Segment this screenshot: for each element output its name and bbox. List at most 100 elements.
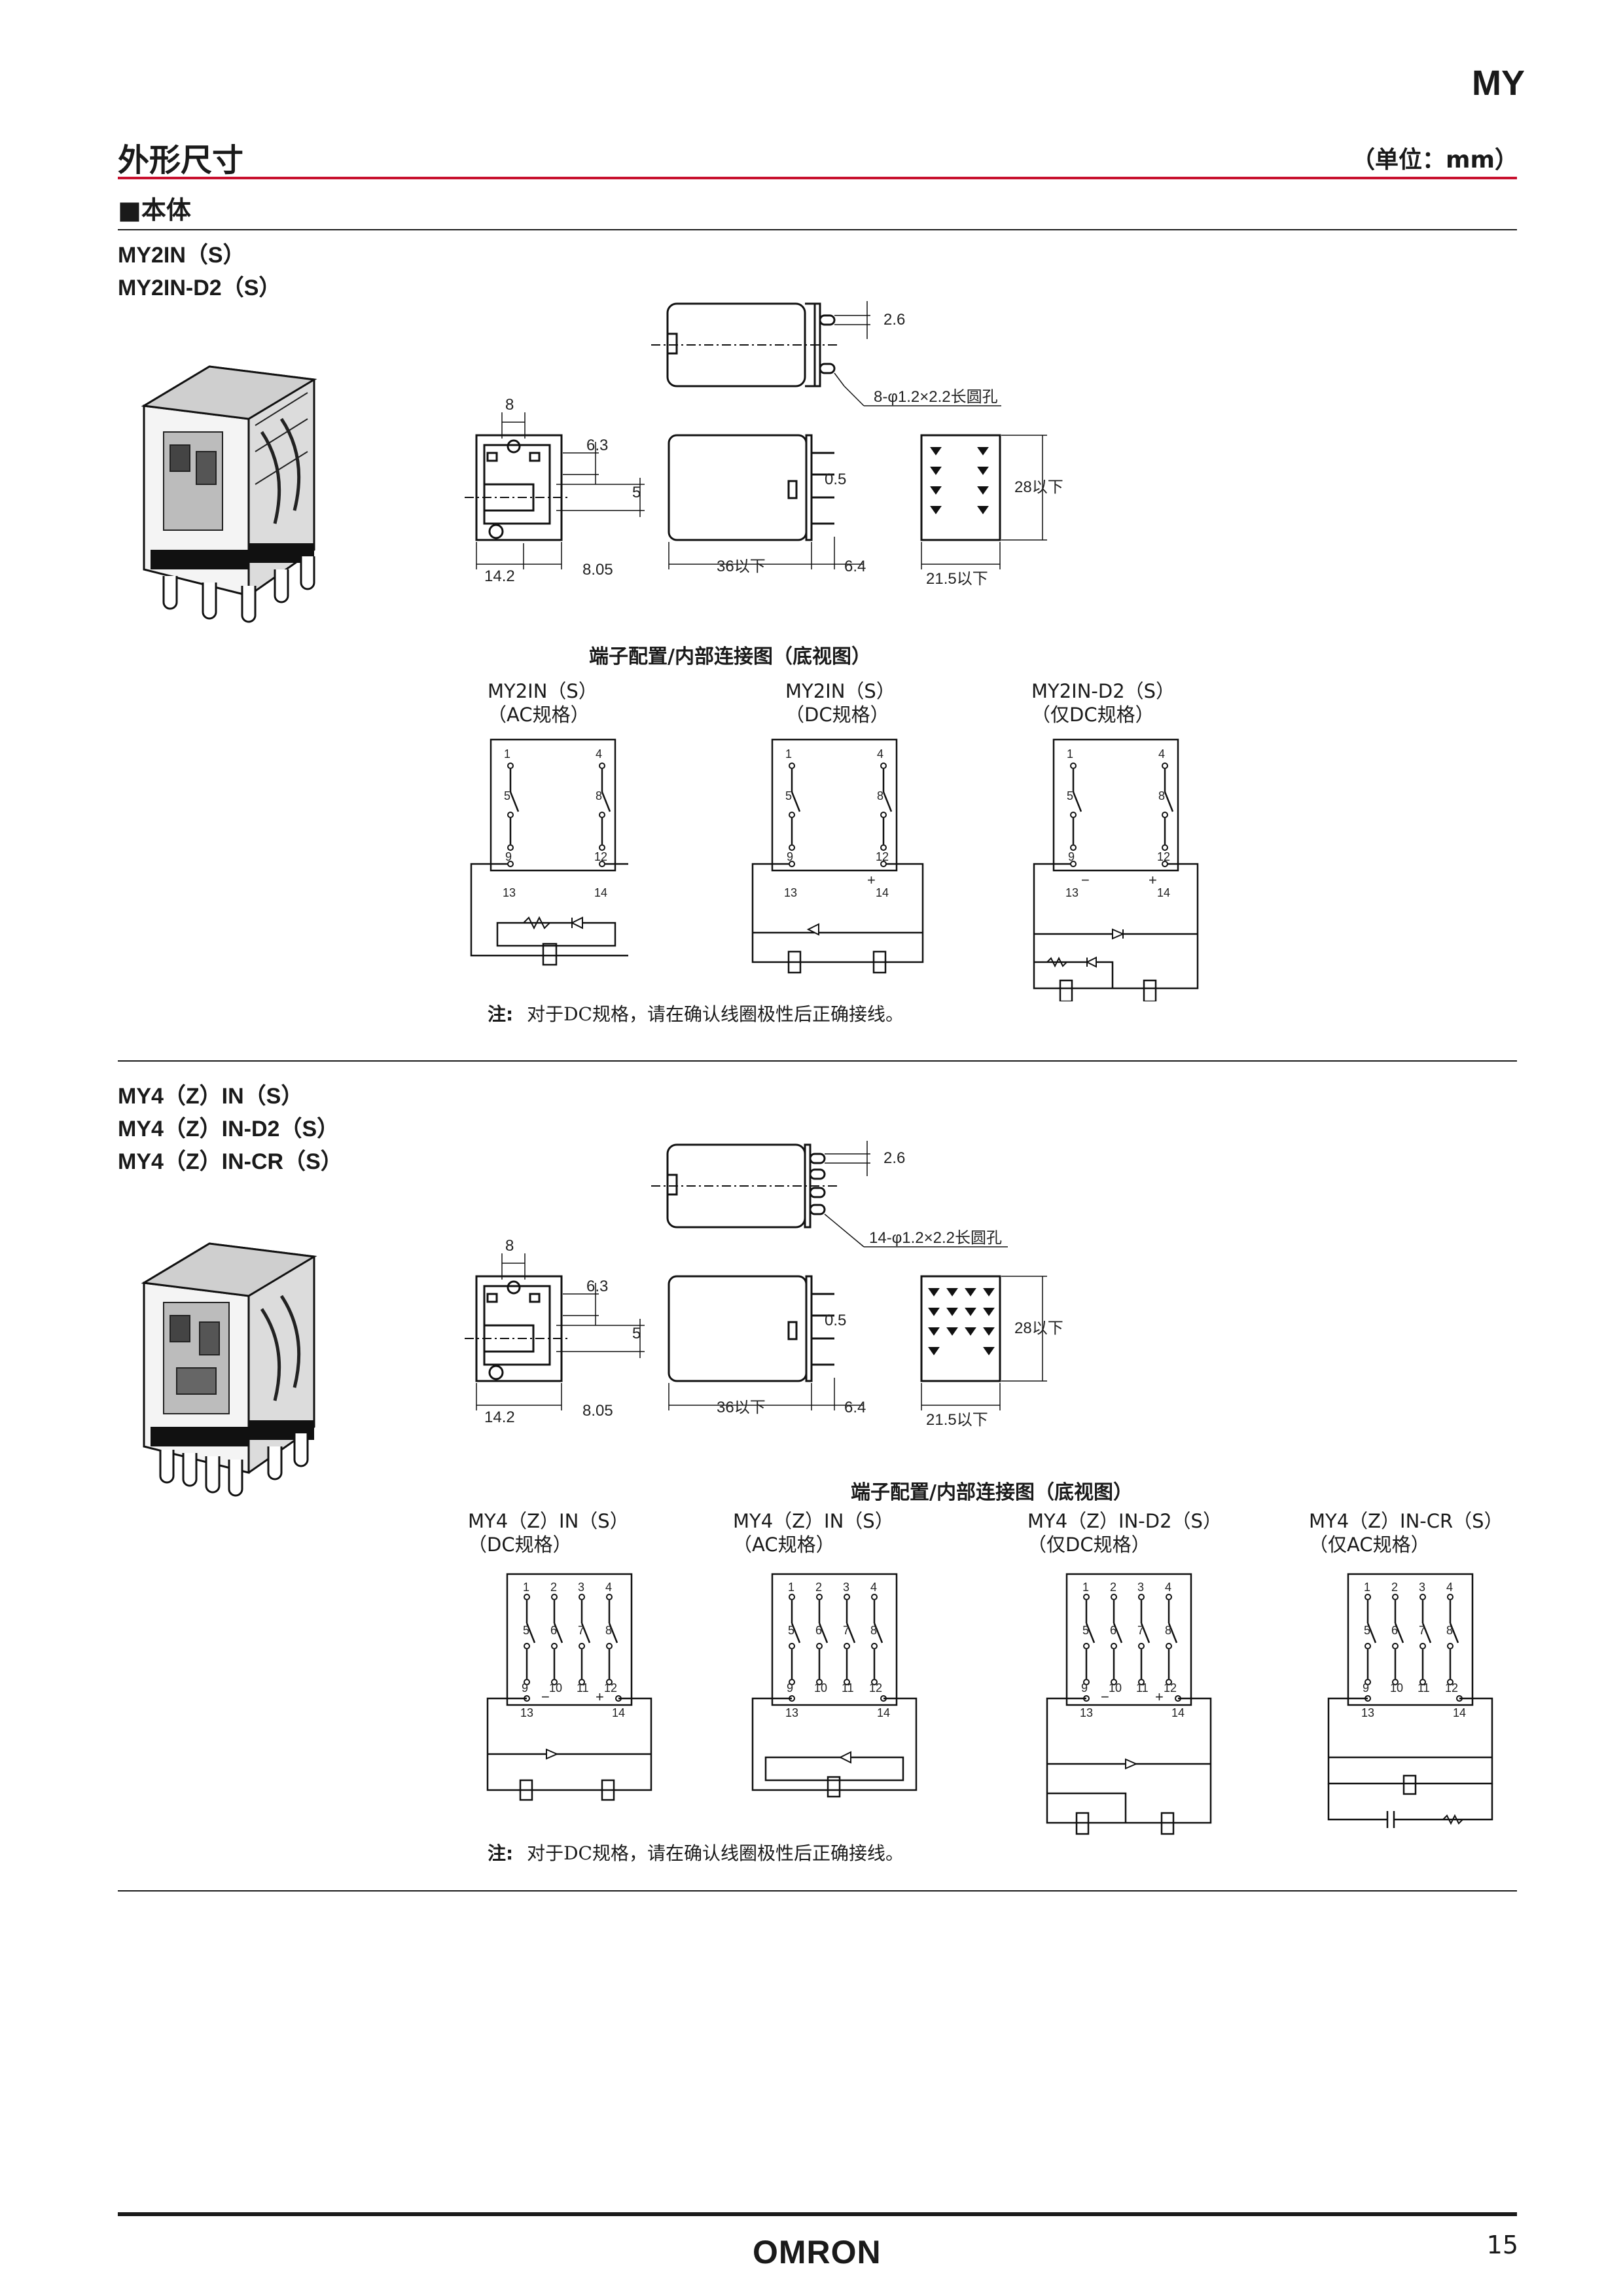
terminal-label: 11 xyxy=(1418,1681,1430,1695)
dim-8-05: 8.05 xyxy=(582,561,613,579)
coil-symbol xyxy=(827,1776,841,1798)
terminal-dot xyxy=(1447,1679,1454,1685)
terminal-label: 9 xyxy=(1081,1681,1088,1695)
dim-width-top: 8 xyxy=(505,396,514,414)
terminal-dot xyxy=(551,1679,558,1685)
dim-hole-note: 8-φ1.2×2.2长圆孔 xyxy=(874,388,998,406)
terminal-dot xyxy=(1364,1679,1371,1685)
terminal-label: 4 xyxy=(1165,1581,1171,1594)
section-rule xyxy=(118,1060,1517,1062)
contact-blade xyxy=(846,1623,856,1643)
terminal-dot xyxy=(844,1594,850,1600)
terminal-label: 11 xyxy=(577,1681,589,1695)
dim-14-2: 14.2 xyxy=(484,1408,515,1426)
terminal-label: 3 xyxy=(843,1581,849,1594)
terminal-label: 14 xyxy=(876,886,889,899)
terminal-label: 12 xyxy=(869,1681,882,1695)
terminal-dot xyxy=(1392,1594,1399,1600)
terminal-label: 5 xyxy=(1067,789,1073,802)
terminal-label: 2 xyxy=(815,1581,822,1594)
circuit-diagram-ac: 1 4 5 8 9 12 13 14 xyxy=(470,738,628,966)
relay-outline xyxy=(1065,1573,1192,1706)
contact-blade xyxy=(791,1623,801,1643)
terminal-label: 13 xyxy=(1080,1706,1093,1719)
terminal-dot xyxy=(1419,1643,1426,1649)
dim-0-5: 0.5 xyxy=(825,471,846,488)
contact-blade xyxy=(818,1623,829,1643)
terminal-dot xyxy=(579,1594,585,1600)
terminal-label: 3 xyxy=(578,1581,584,1594)
plus-sign: + xyxy=(867,872,876,888)
coil-symbol xyxy=(519,1779,533,1801)
coil-symbol xyxy=(1075,1812,1090,1835)
model-label: MY2IN（S） xyxy=(118,243,245,268)
terminal-label: 13 xyxy=(503,886,516,899)
circuit-title: 端子配置/内部连接图（底视图） xyxy=(589,645,871,668)
terminal-dot xyxy=(844,1679,850,1685)
terminal-label: 8 xyxy=(877,789,883,802)
terminal-dot xyxy=(524,1594,530,1600)
note-label: 注: xyxy=(488,1003,514,1025)
contact-blade xyxy=(1085,1623,1096,1643)
terminal-label: 2 xyxy=(1110,1581,1116,1594)
terminal-label: 9 xyxy=(1068,850,1075,863)
circuit-name: MY2IN-D2（S） xyxy=(1031,680,1175,702)
dim-depth: 36以下 xyxy=(717,558,766,575)
section-rule xyxy=(118,1890,1517,1892)
terminal-dot xyxy=(1083,1679,1090,1685)
contact-blade xyxy=(1449,1623,1459,1643)
coil-symbol xyxy=(1402,1774,1417,1795)
terminal-label: 9 xyxy=(505,850,512,863)
circuit-spec: （仅DC规格） xyxy=(1027,1534,1150,1556)
coil-wire xyxy=(1046,1697,1212,1824)
terminal-label: 6 xyxy=(1110,1624,1116,1637)
dim-pin-pitch: 2.6 xyxy=(883,1149,905,1167)
terminal-dot xyxy=(1166,1679,1172,1685)
terminal-dot xyxy=(1419,1594,1426,1600)
terminal-label: 1 xyxy=(523,1581,529,1594)
relay-photo-4pole xyxy=(141,1242,317,1497)
terminal-dot xyxy=(551,1594,558,1600)
terminal-label: 8 xyxy=(596,789,602,802)
model-label: MY2IN-D2（S） xyxy=(118,276,281,300)
terminal-label: 1 xyxy=(1067,747,1073,761)
dim-pin-pitch: 2.6 xyxy=(883,311,905,329)
terminal-label: 5 xyxy=(1082,1624,1089,1637)
plus-sign: + xyxy=(1149,872,1157,888)
contact-blade xyxy=(608,1623,618,1643)
terminal-label: 5 xyxy=(785,789,792,802)
terminal-label: 4 xyxy=(1158,747,1165,761)
terminal-label: 9 xyxy=(522,1681,528,1695)
omron-logo: OMRON xyxy=(753,2234,882,2270)
plus-sign: + xyxy=(1155,1689,1164,1705)
terminal-label: 12 xyxy=(876,850,889,863)
terminal-dot xyxy=(1166,1643,1172,1649)
minus-sign: − xyxy=(1081,872,1090,888)
dim-height: 28以下 xyxy=(1014,478,1063,496)
terminal-label: 14 xyxy=(612,1706,625,1719)
dim-5: 5 xyxy=(632,484,641,501)
terminal-label: 12 xyxy=(1445,1681,1458,1695)
relay-outline xyxy=(1347,1573,1474,1706)
dim-6-3: 6.3 xyxy=(586,1278,608,1295)
terminal-dot xyxy=(524,1679,530,1685)
terminal-label: 8 xyxy=(1446,1624,1453,1637)
terminal-label: 8 xyxy=(1165,1624,1171,1637)
contact-blade xyxy=(1168,1623,1178,1643)
coil-symbol xyxy=(1160,1812,1175,1835)
terminal-dot xyxy=(579,1643,585,1649)
page-title: 外形尺寸 xyxy=(118,142,244,179)
dim-width-top: 8 xyxy=(505,1237,514,1255)
unit-label: （单位：mm） xyxy=(1351,147,1518,173)
circuit-name: MY4（Z）IN（S） xyxy=(468,1510,629,1532)
terminal-dot xyxy=(789,1594,795,1600)
terminal-label: 12 xyxy=(1164,1681,1177,1695)
terminal-dot xyxy=(1392,1643,1399,1649)
terminal-dot xyxy=(1111,1679,1117,1685)
coil-wire xyxy=(486,1697,652,1791)
terminal-label: 4 xyxy=(605,1581,612,1594)
terminal-dot xyxy=(606,1594,613,1600)
dimension-drawing-2pole: 2.6 8-φ1.2×2.2长圆孔 8 6.3 5 14.2 8.05 36以下… xyxy=(465,301,1063,588)
contact-blade xyxy=(1421,1623,1432,1643)
